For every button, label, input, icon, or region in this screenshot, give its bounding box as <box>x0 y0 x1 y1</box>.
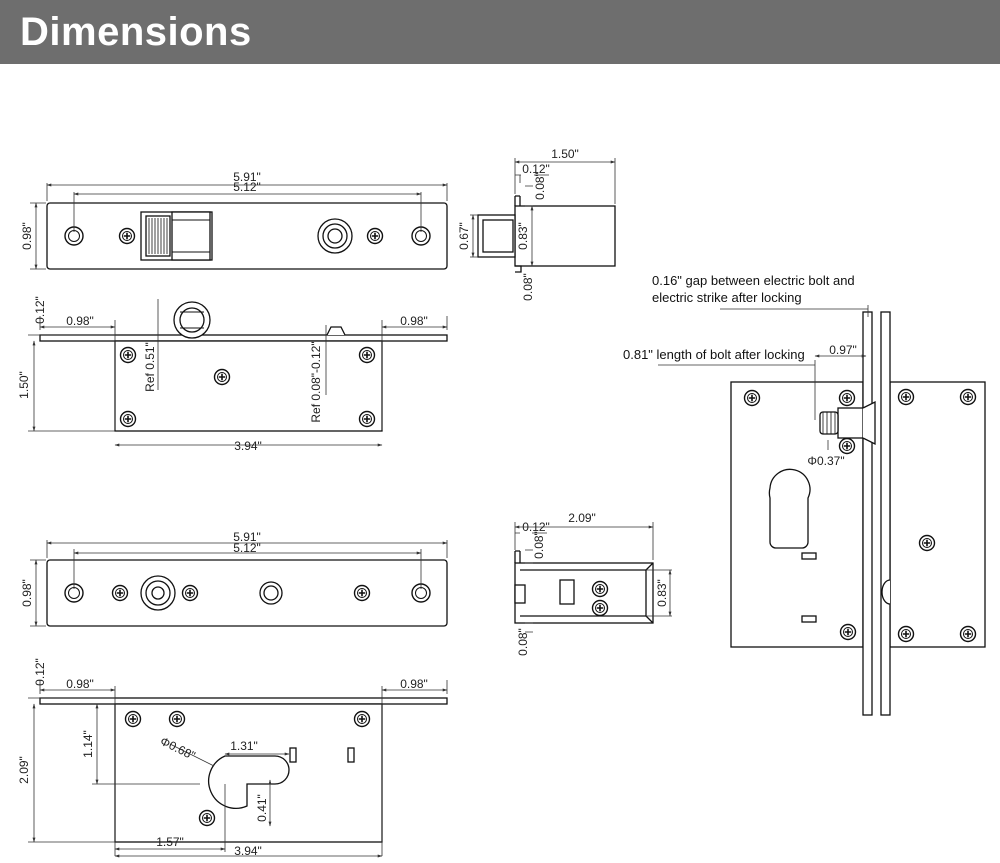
dim-flange-right: 0.98" <box>400 314 428 328</box>
gap-note-text-2: electric strike after locking <box>652 290 802 305</box>
gap-note-line-1: 0.16" gap between electric bolt and <box>652 273 855 288</box>
dim-strike-width: 0.98" <box>20 579 34 607</box>
bolt-body-view <box>39 301 448 432</box>
dim-cyl-offset: 1.57" <box>156 835 184 849</box>
dim-plate-length: 5.91" <box>233 170 261 184</box>
header-bar: Dimensions <box>0 0 1000 64</box>
dim-cyl-width: 1.31" <box>230 739 258 753</box>
dim-body-width: 3.94" <box>234 439 262 453</box>
dim-ref-b: Ref 0.08"-0.12" <box>309 341 323 422</box>
length-note: 0.81" length of bolt after locking <box>623 347 805 362</box>
gap-note-text-1: gap between electric bolt and <box>686 273 855 288</box>
length-note-text: length of bolt after locking <box>657 347 805 362</box>
dim-side-flange-b: 0.08" <box>533 172 547 200</box>
dim-plate-width: 0.98" <box>20 222 34 250</box>
dim-strike-hole-spacing: 5.12" <box>233 541 261 555</box>
dim-side2-flange-b: 0.08" <box>532 531 546 559</box>
dim-side-depth: 1.50" <box>551 147 579 161</box>
bolt-side-view <box>477 195 616 273</box>
dim-body2-width: 3.94" <box>234 844 262 858</box>
dim-assembly-bolt: 0.97" <box>829 343 857 357</box>
dim-cyl-top: 1.14" <box>81 730 95 758</box>
dim-side2-flange: 0.12" <box>522 520 550 534</box>
page-title: Dimensions <box>20 10 252 54</box>
dim-flange2-offset: 0.12" <box>33 658 47 686</box>
dim-side-flange: 0.12" <box>522 162 550 176</box>
dim-flange-offset: 0.12" <box>33 296 47 324</box>
length-note-value: 0.81" <box>623 347 653 362</box>
dim-body-height: 1.50" <box>17 371 31 399</box>
dim-ref-a: Ref 0.51" <box>143 342 157 392</box>
dim-side-body: 0.83" <box>516 222 530 250</box>
strike-plate-top-view <box>46 559 448 627</box>
dimension-labels: 5.91" 5.12" 0.98" 1.50" 0.12" 0.08" 0.83… <box>17 147 857 858</box>
assembly-view <box>730 311 986 716</box>
dim-hole-spacing: 5.12" <box>233 180 261 194</box>
dim-side-bolt: 0.67" <box>457 222 471 250</box>
strike-side-view <box>514 550 654 624</box>
dim-side2-bottom: 0.08" <box>516 628 530 656</box>
dim-strike-length: 5.91" <box>233 530 261 544</box>
dim-cyl-slot: 0.41" <box>255 794 269 822</box>
dim-side2-depth: 2.09" <box>568 511 596 525</box>
gap-note-value: 0.16" <box>652 273 682 288</box>
dim-side2-body: 0.83" <box>655 579 669 607</box>
dim-flange2-left: 0.98" <box>66 677 94 691</box>
dim-flange-left: 0.98" <box>66 314 94 328</box>
dim-body2-height: 2.09" <box>17 756 31 784</box>
dim-side-bottom: 0.08" <box>521 273 535 301</box>
dim-flange2-right: 0.98" <box>400 677 428 691</box>
assembly-notes: 0.16" gap between electric bolt and elec… <box>623 273 855 362</box>
strike-body-view <box>39 697 448 843</box>
dim-bolt-dia: Φ0.37" <box>807 454 844 468</box>
face-plate-top-view <box>46 202 448 270</box>
